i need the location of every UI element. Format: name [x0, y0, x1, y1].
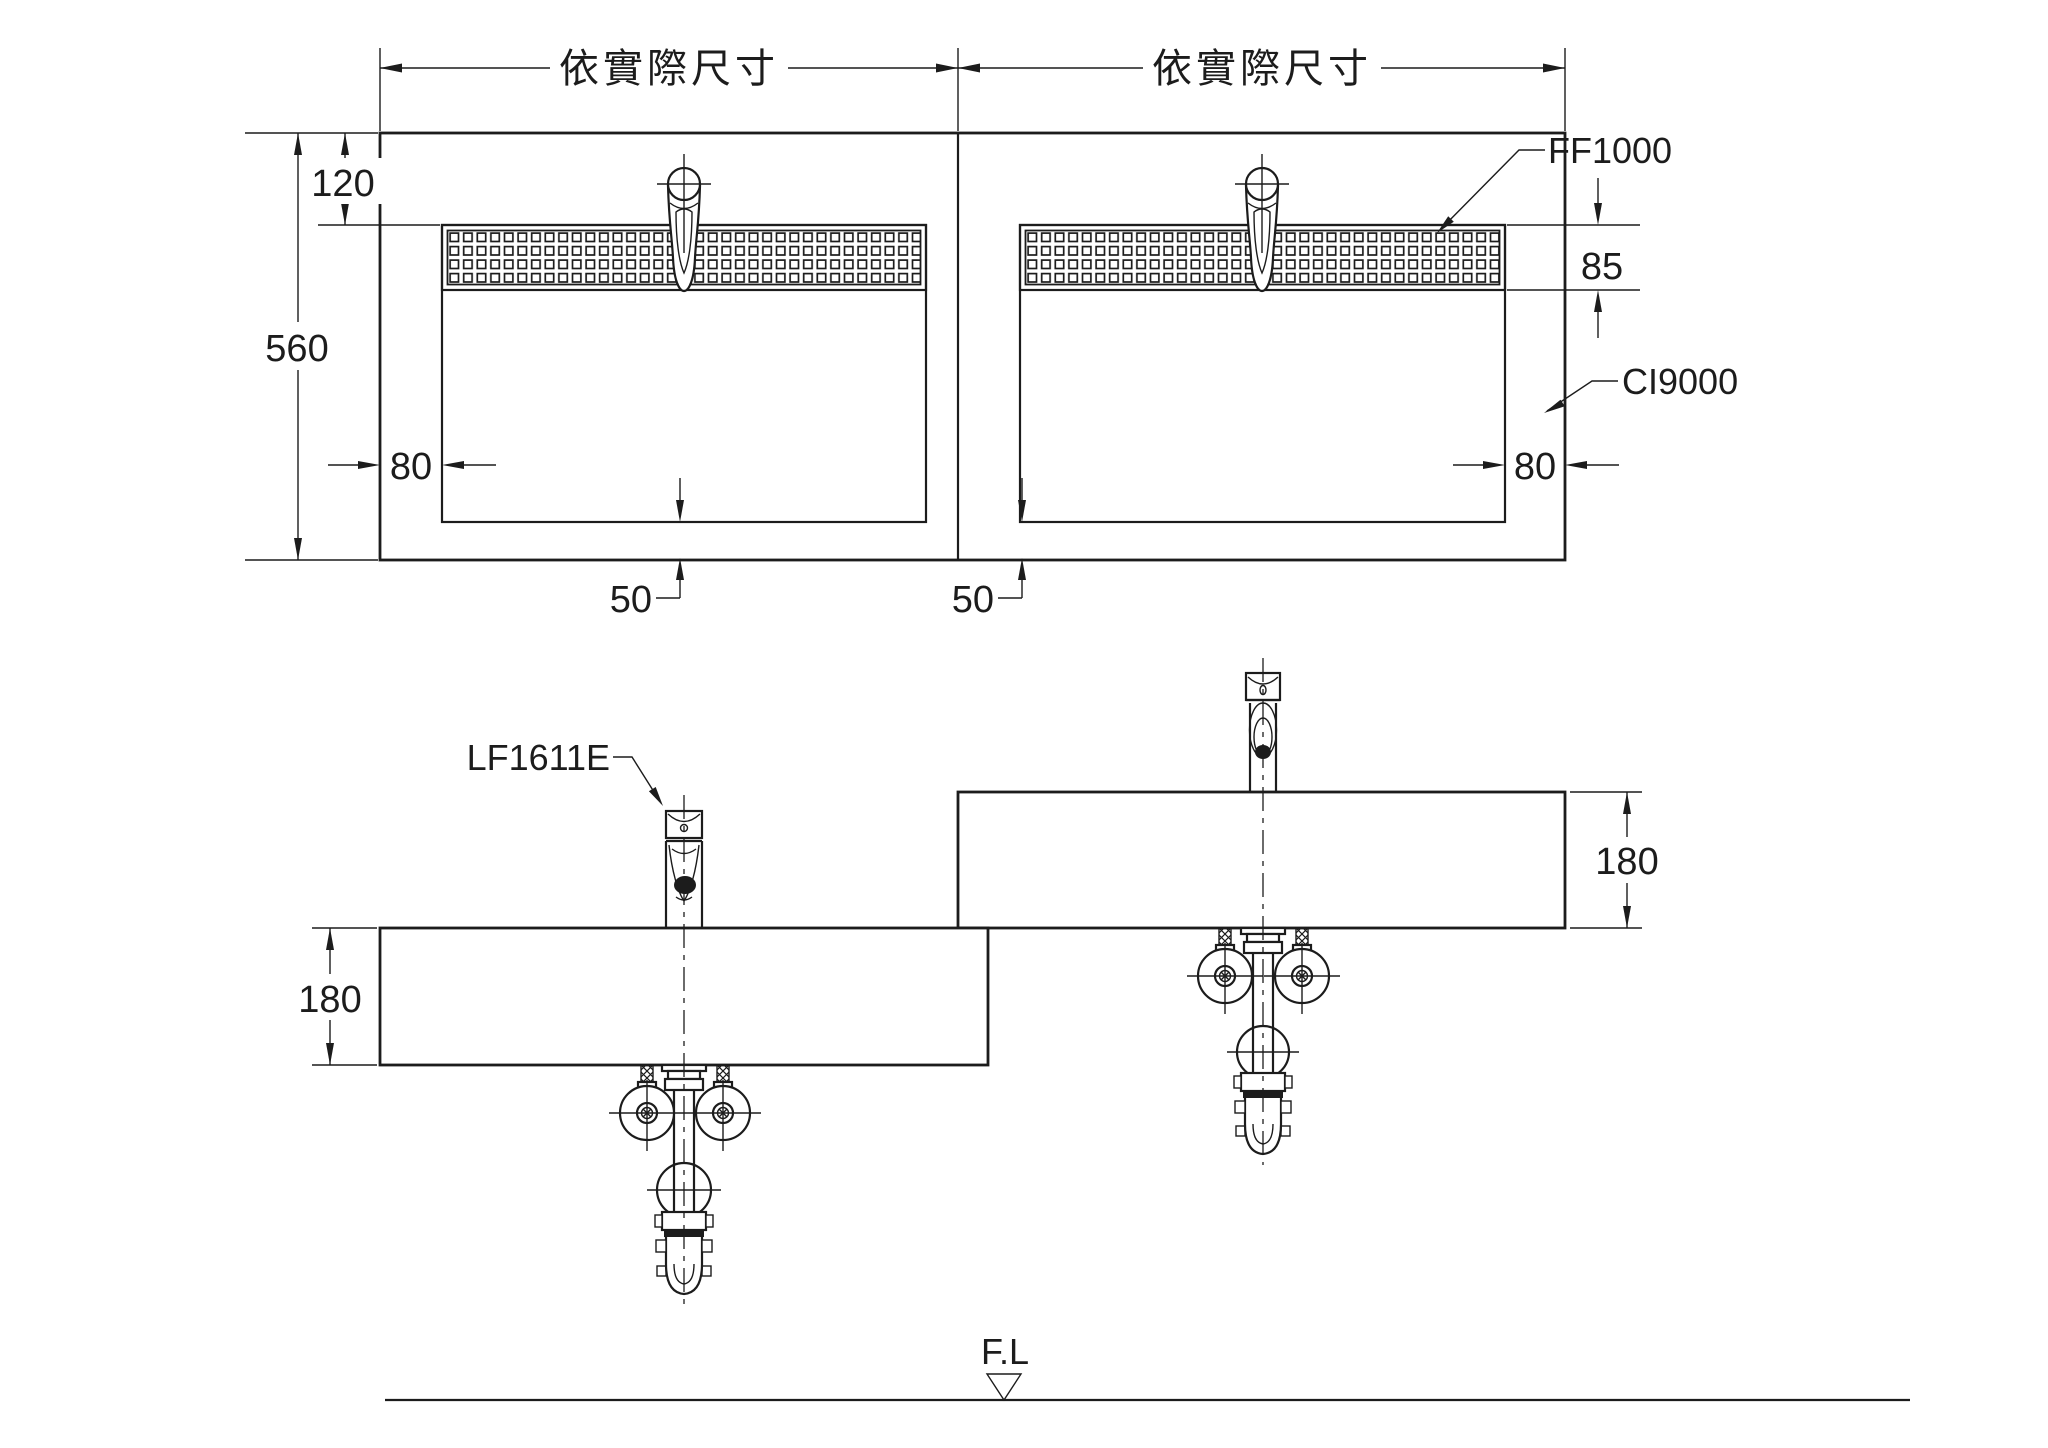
dim-85: 85	[1507, 178, 1640, 338]
dim-50-left-text: 50	[610, 579, 652, 621]
dim-180-right: 180	[1570, 791, 1665, 929]
dim-80-right: 80	[1453, 446, 1619, 488]
floor-level: F.L	[385, 1331, 1910, 1402]
dim-180-left-text: 180	[298, 979, 361, 1021]
dim-50-left: 50	[610, 478, 684, 621]
fl-text: F.L	[981, 1331, 1029, 1372]
dim-560: 560	[245, 133, 378, 561]
dim-80-left-text: 80	[390, 446, 432, 488]
span-label-left: 依實際尺寸	[559, 47, 779, 91]
dim-180-left: 180	[292, 927, 377, 1066]
dim-180-right-text: 180	[1595, 841, 1658, 883]
fl-triangle	[985, 1373, 1023, 1402]
dim-85-text: 85	[1581, 246, 1623, 288]
dim-80-right-text: 80	[1514, 446, 1556, 488]
dim-50-right: 50	[952, 478, 1026, 621]
faucet-front-view	[664, 809, 704, 928]
label-ci9000: CI9000	[1544, 361, 1738, 413]
dim-560-text: 560	[265, 328, 328, 370]
dim-120: 120	[245, 132, 440, 226]
dim-50-right-text: 50	[952, 579, 994, 621]
dim-80-left: 80	[328, 446, 496, 488]
ci9000-text: CI9000	[1622, 361, 1738, 402]
ff1000-text: FF1000	[1548, 130, 1672, 171]
span-label-right: 依實際尺寸	[1152, 47, 1372, 91]
counter-outline	[378, 131, 1567, 562]
label-ff1000: FF1000	[1437, 130, 1672, 233]
plan-view: 依實際尺寸 依實際尺寸 120 560 80	[245, 42, 1738, 621]
label-lf1611e: LF1611E	[467, 737, 663, 806]
lf1611e-text: LF1611E	[467, 737, 610, 778]
counter-slab-right	[956, 790, 1567, 930]
dim-120-text: 120	[311, 163, 374, 205]
dim-span: 依實際尺寸 依實際尺寸	[379, 42, 1566, 131]
elevation-view: LF1611E	[292, 658, 1910, 1402]
